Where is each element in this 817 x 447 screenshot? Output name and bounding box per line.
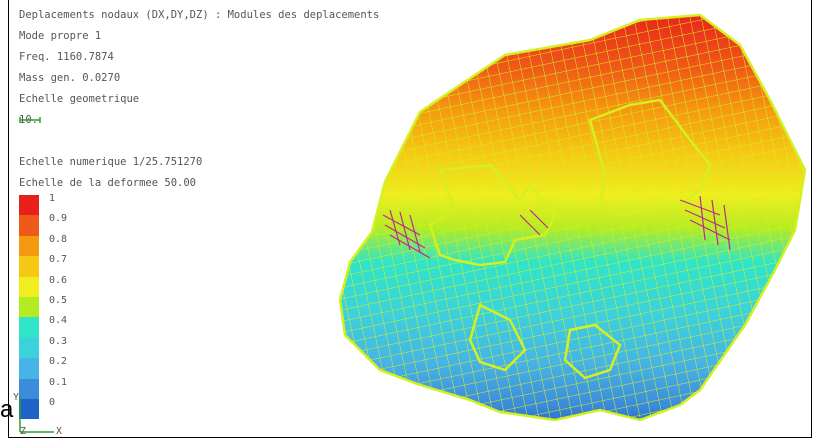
- legend-label: 0.8: [49, 233, 68, 245]
- stray-character: a: [0, 396, 14, 423]
- frequency-label: Freq. 1160.7874: [19, 51, 114, 63]
- mass-label: Mass gen. 0.0270: [19, 72, 121, 84]
- numeric-scale-label: Echelle numerique 1/25.751270: [19, 156, 203, 168]
- legend-swatch: [19, 215, 39, 236]
- deformation-scale-label: Echelle de la deformee 50.00: [19, 177, 197, 189]
- legend-label: 0.6: [49, 274, 68, 286]
- legend-label: 0: [49, 396, 56, 408]
- axis-y-label: Y: [13, 392, 20, 403]
- legend-label: 0.4: [49, 315, 68, 327]
- legend-swatch: [19, 398, 39, 420]
- legend-swatch: [19, 337, 39, 359]
- legend-swatch: [19, 195, 39, 216]
- legend-swatch: [19, 235, 39, 257]
- legend-label: 0.9: [49, 213, 68, 225]
- legend-label: 1: [49, 193, 56, 204]
- scale-bar-icon: [19, 117, 41, 123]
- legend-label: 0.2: [49, 356, 68, 368]
- legend-label: 0.5: [49, 294, 68, 306]
- geometric-scale-label: Echelle geometrique: [19, 93, 140, 105]
- legend-swatch: [19, 378, 39, 399]
- plot-title: Deplacements nodaux (DX,DY,DZ) : Modules…: [19, 9, 380, 21]
- mode-label: Mode propre 1: [19, 30, 102, 42]
- legend-swatch: [19, 256, 39, 277]
- legend-swatch: [19, 317, 39, 338]
- legend-label: 0.3: [49, 335, 68, 347]
- legend-label: 0.7: [49, 254, 68, 266]
- axis-triad-icon: [19, 397, 54, 433]
- legend-label: 0.1: [49, 376, 68, 388]
- axis-z-label: Z: [20, 426, 27, 437]
- legend-swatch: [19, 358, 39, 379]
- axis-x-label: X: [56, 426, 63, 437]
- legend-swatch: [19, 296, 39, 318]
- legend-swatch: [19, 276, 39, 297]
